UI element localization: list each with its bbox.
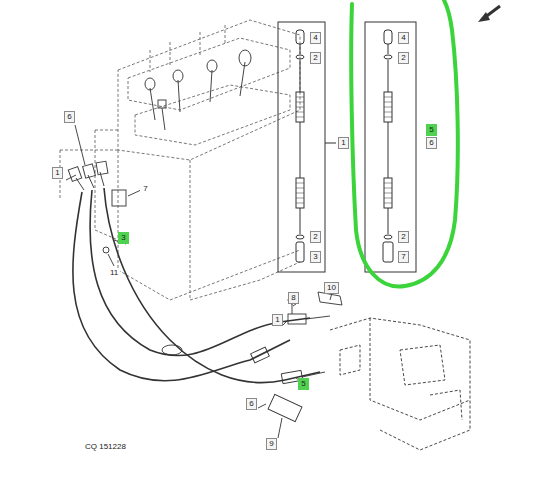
callout-number: 11 [108,268,120,280]
callout-number: 3 [118,232,129,244]
callout-number: 2 [310,231,321,243]
callout-number: 6 [426,137,437,149]
callout-number: 4 [398,32,409,44]
callout-number: 1 [338,137,349,149]
callout-number: 6 [64,111,75,123]
callout-number: 8 [288,292,299,304]
callout-number: 10 [324,282,339,294]
callout-number: 4 [310,32,321,44]
callout-number: 5 [298,378,309,390]
callout-number: 6 [246,398,257,410]
callout-number: 7 [398,251,409,263]
callout-number: 2 [398,231,409,243]
callout-number: 2 [398,52,409,64]
callout-number: 9 [266,438,277,450]
callout-number: 7 [140,184,151,196]
callout-number: 3 [310,251,321,263]
callout-number: 5 [426,124,437,136]
callout-number: 1 [52,167,63,179]
callout-number: 1 [272,314,283,326]
figure-caption: CQ 151228 [84,442,127,451]
callout-number: 2 [310,52,321,64]
